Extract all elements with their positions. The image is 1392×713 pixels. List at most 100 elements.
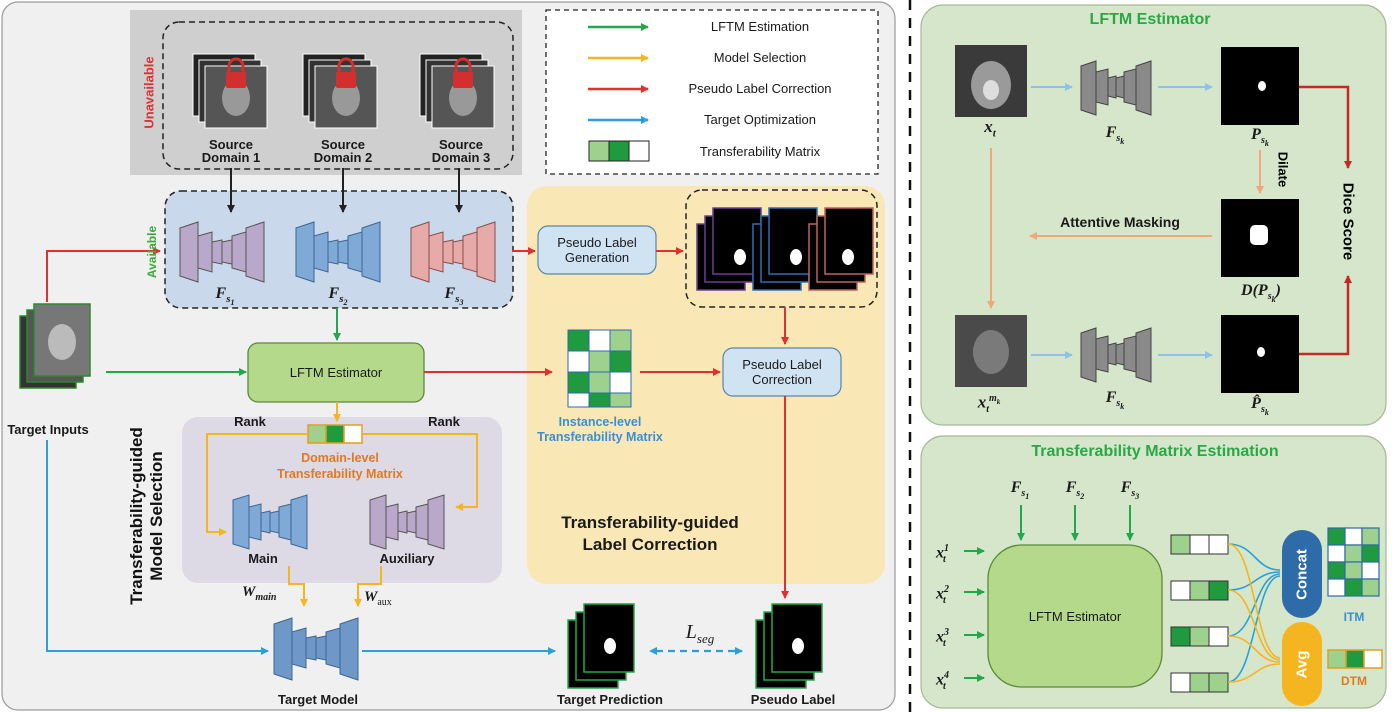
lseg-label: Lseg [670,621,730,650]
phat-p: P̂ [1251,395,1261,412]
w-main-sub: main [255,592,277,603]
dpsk-d: D(P [1241,282,1268,299]
fs2-f: F [328,285,340,302]
x1-label: x1t [936,543,949,565]
lftm-panel-title: LFTM Estimator [1089,11,1211,28]
x4-label: x4t [936,670,949,692]
pseudo-label-stack [755,603,823,689]
auxiliary-label: Auxiliary [379,551,435,566]
target-prediction-stack [567,603,635,689]
pseudo-label-stack-2 [752,207,818,291]
tme-fs1-label: Fs1 [1010,479,1030,502]
source-domain-3-word: Source [438,137,484,152]
arrow-psk-to-dice [1299,85,1352,169]
instance-level-label: Instance-level Transferability Matrix [515,415,685,445]
legend-label-label-correction: Pseudo Label Correction [688,81,832,96]
fs3-f: F [444,285,456,302]
w-aux-label: Waux [364,590,414,610]
plc-line2: Correction [752,372,812,387]
domain-level-tm-label: Transferability Matrix [277,467,403,481]
tme-fs2-label: Fs2 [1065,479,1085,502]
source-domain-3-label: Source Domain 3 [416,138,506,164]
pseudo-label-stack-1 [696,207,762,291]
x4-sup: 4 [944,670,949,681]
fsk-model-top [1080,60,1152,116]
psk-label: Psk [1251,126,1269,149]
source-domain-1-num: Domain 1 [201,150,261,165]
itm-label: ITM [1343,610,1365,624]
model-fs3 [410,221,496,283]
dpsk-image [1221,199,1299,277]
dtm-matrix [1327,649,1383,669]
source-domain-3-num: Domain 3 [431,150,491,165]
tme-panel-title: Transferability Matrix Estimation [1031,443,1279,460]
plg-line1: Pseudo Label [557,235,637,250]
main-model [232,494,308,550]
fsk-top-f: F [1105,124,1117,141]
xt-image [955,45,1027,117]
arrow-aux-to-target [354,566,382,607]
x1-sup: 1 [944,543,949,554]
dilate-label: Dilate [1275,151,1291,188]
domain-level-label: Domain-level [301,451,379,465]
tme-fs2-n: 2 [1080,492,1085,502]
xt-sub: t [992,127,996,140]
tme-fs2-f: F [1065,479,1077,496]
phat-image [1221,315,1299,393]
x4-x: x [936,671,944,689]
arrow-target-to-models [46,247,161,302]
tme-fs3-n: 3 [1135,492,1140,502]
psk-p: P [1251,126,1261,143]
plc-line1: Pseudo Label [742,357,822,372]
row-vector-1 [1170,534,1229,555]
row-vector-4 [1170,672,1229,693]
pseudo-label-label: Pseudo Label [750,692,836,707]
target-inputs-label: Target Inputs [7,422,89,437]
unavailable-label: Unavailable [141,56,157,129]
arrow-phat-to-dice [1299,275,1352,356]
phat-label: P̂sk [1251,395,1269,418]
model-selection-title-line2: Model Selection [147,451,166,581]
plc-label: Pseudo Label Correction [723,357,841,387]
legend-matrix-icon [588,140,650,162]
fs2-s: s [339,293,344,306]
plg-label: Pseudo Label Generation [538,235,656,265]
tme-lftm-estimator-label: LFTM Estimator [1028,609,1122,624]
label-correction-title: Transferability-guided Label Correction [530,512,770,556]
model-fs1 [179,221,265,283]
fs1-n: 1 [230,298,235,308]
arrow-dtm-to-main [206,433,308,536]
itm-matrix [1327,527,1380,597]
fsk-bottom-f: F [1105,389,1117,406]
x2-sup: 2 [944,584,949,595]
instance-level-line2: Transferability Matrix [537,430,663,444]
auxiliary-model [369,494,445,550]
plg-line2: Generation [564,250,630,265]
w-aux-sub: aux [377,597,392,608]
fs2-n: 2 [343,298,348,308]
concat-pill [1282,530,1322,618]
source-domain-2-word: Source [320,137,366,152]
rank-left-label: Rank [234,414,266,429]
avg-pill [1282,622,1322,706]
target-model-label: Target Model [278,692,358,707]
model-selection-area [182,417,502,583]
x1-x: x [936,544,944,562]
instance-level-line1: Instance-level [558,415,642,429]
target-input-stack [19,303,91,389]
pseudo-label-stack-3 [808,207,874,291]
target-prediction-label: Target Prediction [557,692,663,707]
fs1-label: Fs1 [200,286,250,310]
model-fs2 [295,221,381,283]
legend-label-target-optimization: Target Optimization [704,112,816,127]
xt-mk-image [955,315,1027,387]
dpsk-label: D(Psk) [1241,282,1281,305]
tme-fs3-f: F [1120,479,1132,496]
xt-label: xt [970,118,1010,141]
legend-label-model-selection: Model Selection [713,50,807,65]
domain-level-matrix [307,424,363,444]
fs3-label: Fs3 [429,286,479,310]
dice-score-label: Dice Score [1339,182,1357,261]
fs2-label: Fs2 [313,286,363,310]
fsk-bottom-label: Fsk [1105,389,1125,412]
